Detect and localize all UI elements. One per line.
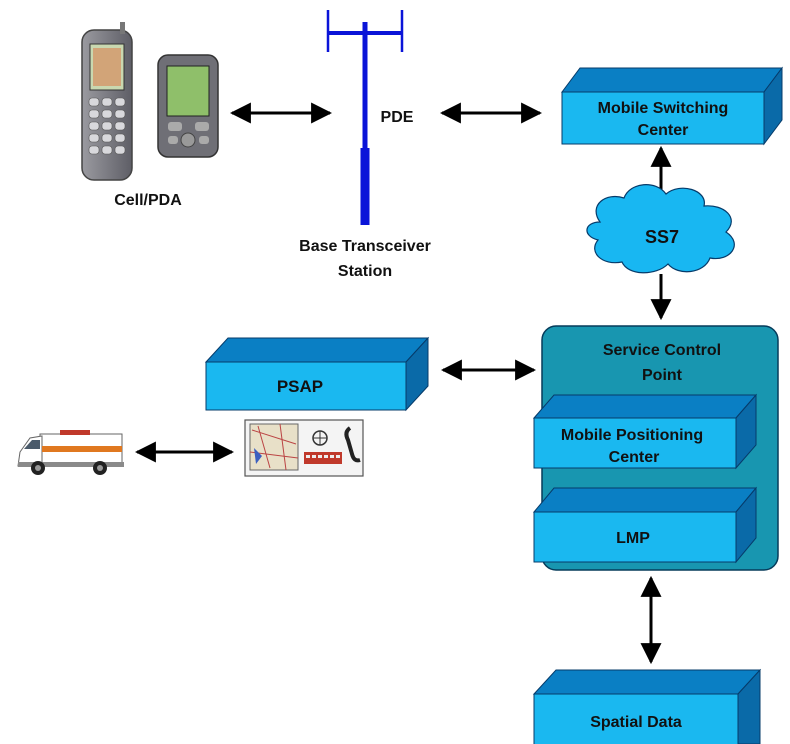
msc-label-line2: Center xyxy=(638,122,689,139)
spatial-data-label: Spatial Data xyxy=(590,714,682,731)
antenna-tower-icon xyxy=(326,10,404,225)
scp-label-line1: Service Control xyxy=(603,342,721,359)
pde-label: PDE xyxy=(381,109,414,126)
lmp-box: LMP xyxy=(532,486,758,564)
cellphone-icon xyxy=(81,22,133,181)
ambulance-icon xyxy=(17,430,124,475)
dispatch-console-icon xyxy=(244,419,364,477)
bts-label-line1: Base Transceiver xyxy=(299,238,431,255)
mobile-switching-center-box: Mobile Switching Center xyxy=(561,66,783,146)
scp-label-line2: Point xyxy=(642,367,683,384)
msc-label-line1: Mobile Switching xyxy=(598,100,729,117)
ss7-cloud: SS7 xyxy=(586,184,735,274)
psap-box: PSAP xyxy=(204,336,430,412)
cell-pda-label: Cell/PDA xyxy=(114,192,182,209)
psap-label: PSAP xyxy=(277,377,323,396)
bts-label-line2: Station xyxy=(338,263,392,280)
mobile-positioning-center-box: Mobile Positioning Center xyxy=(532,393,758,470)
lmp-label: LMP xyxy=(616,530,650,547)
ss7-label: SS7 xyxy=(645,227,679,247)
pda-icon xyxy=(157,54,219,158)
mpc-label-line2: Center xyxy=(609,449,660,466)
mpc-label-line1: Mobile Positioning xyxy=(561,427,703,444)
spatial-data-box: Spatial Data xyxy=(532,668,762,744)
